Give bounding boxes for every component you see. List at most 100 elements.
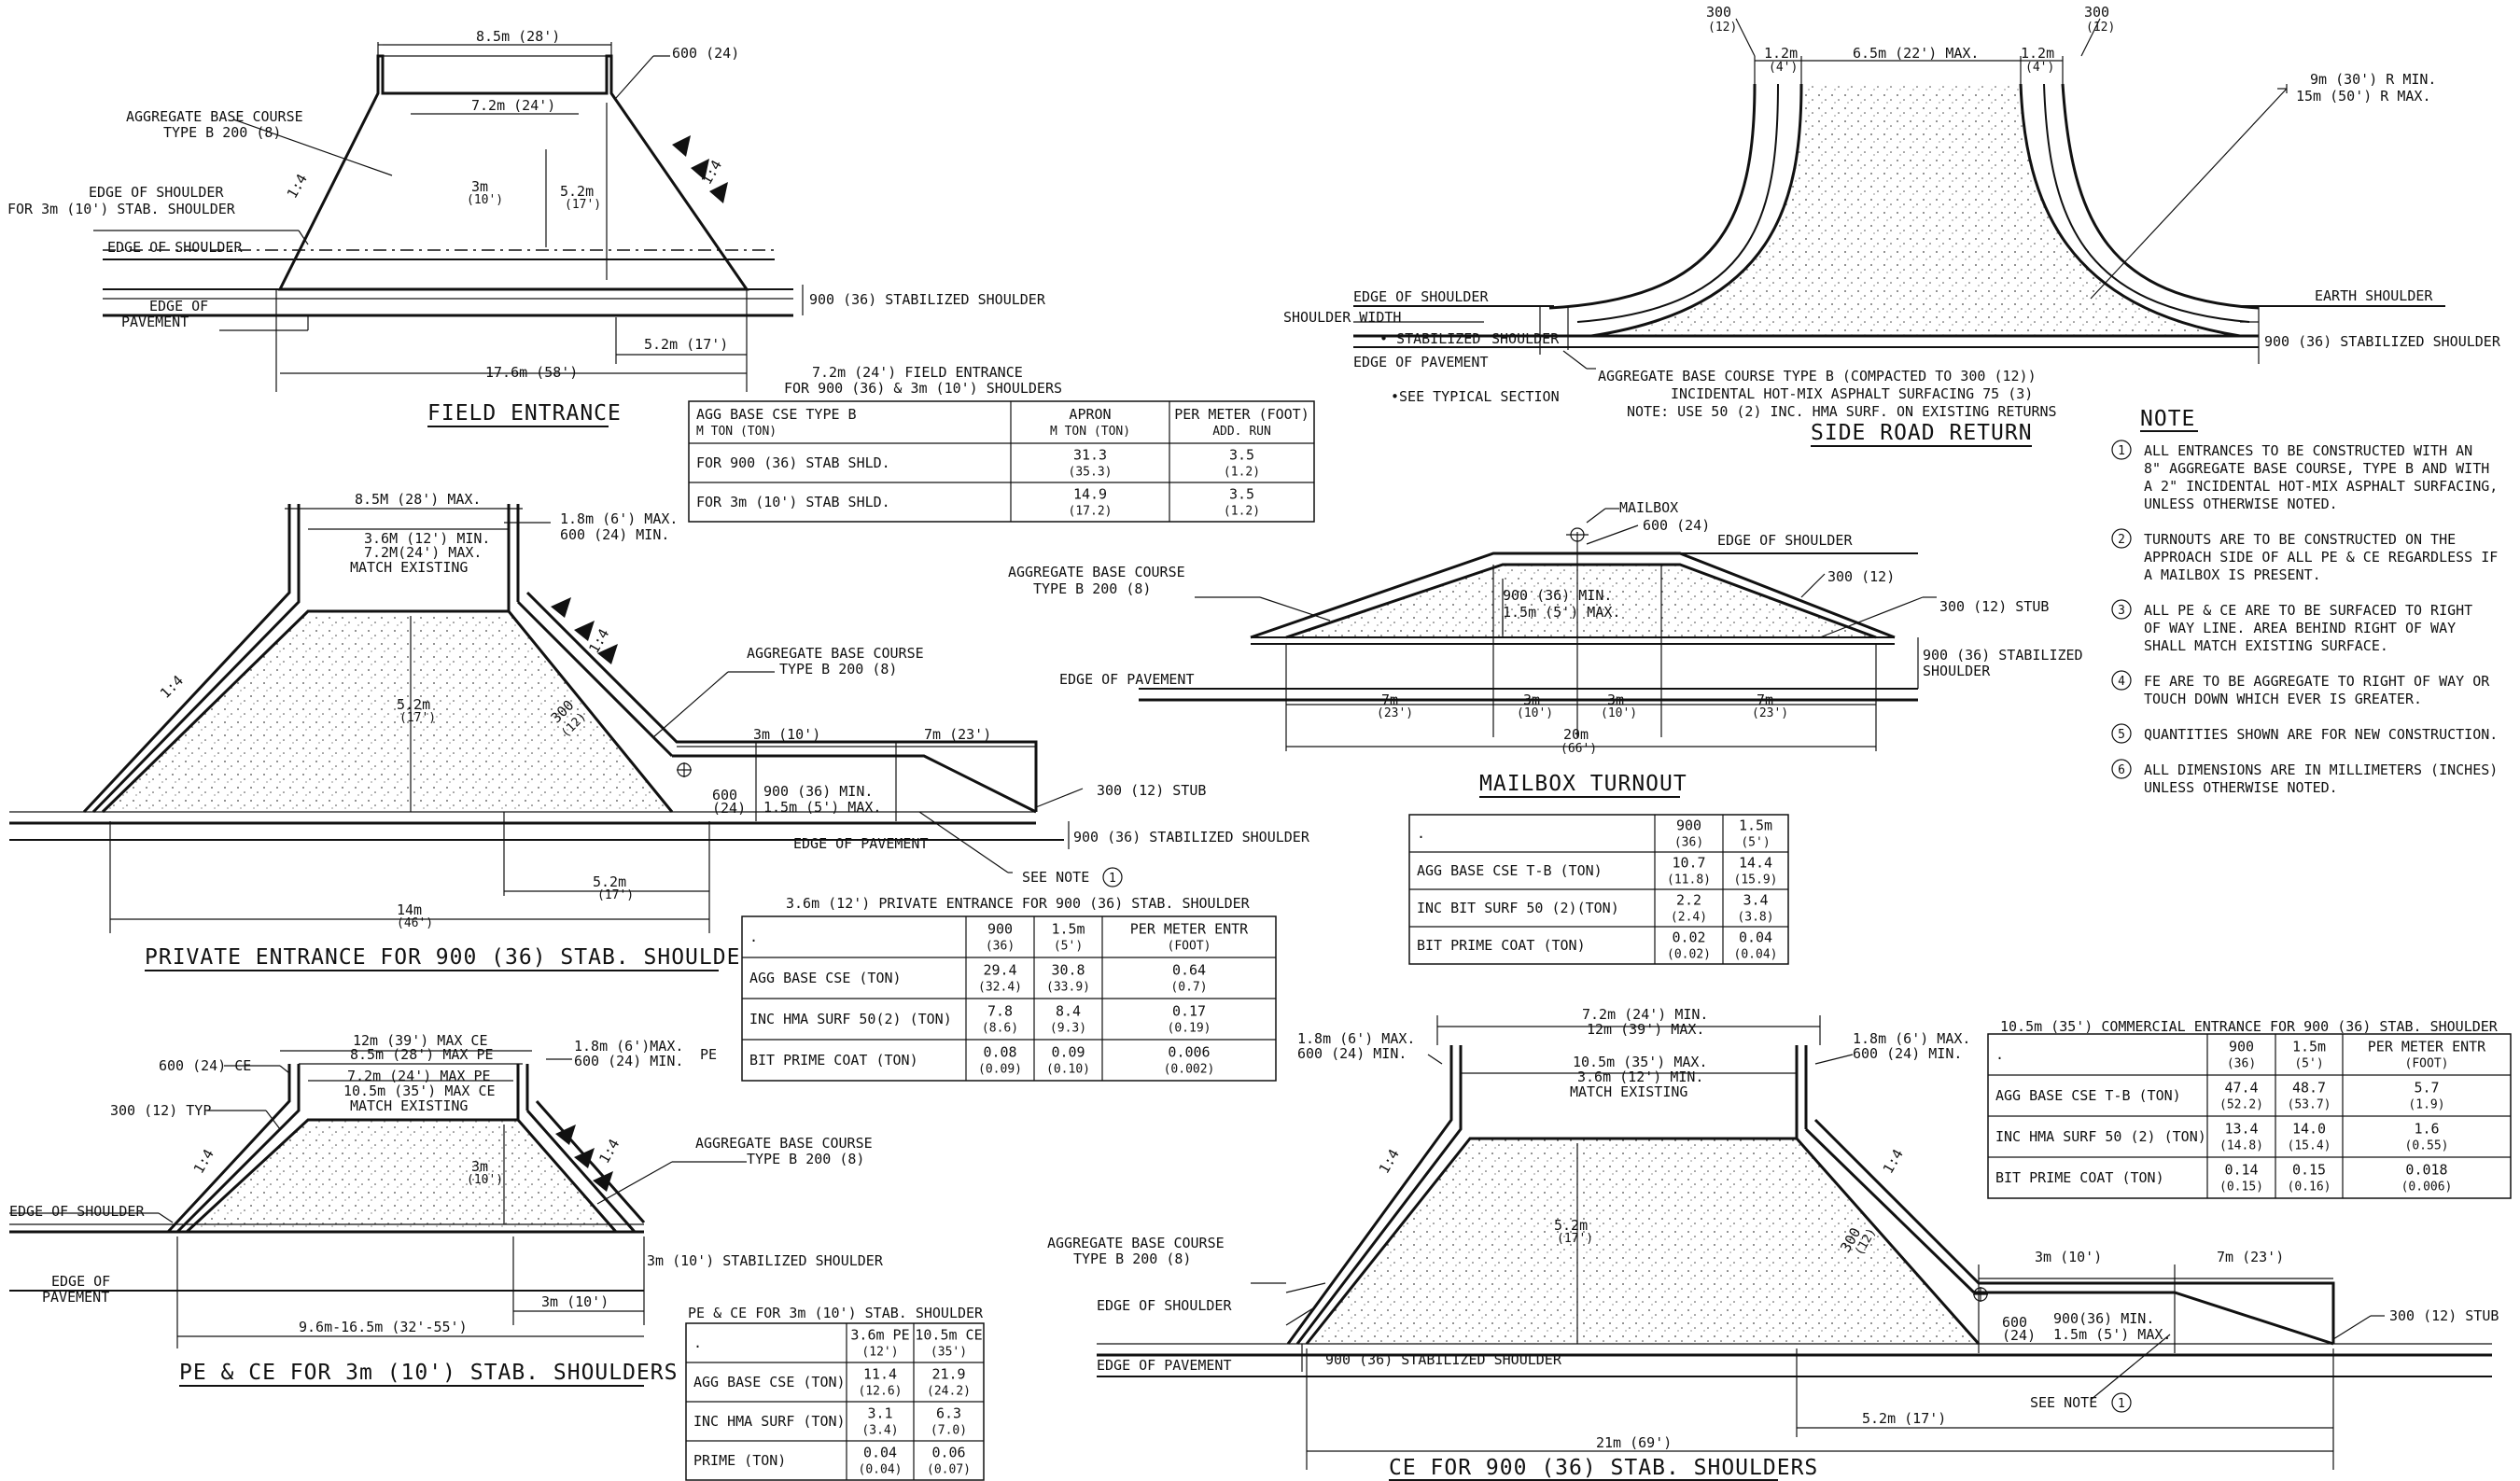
mailbox-dim-7m-l-b: (23') xyxy=(1377,706,1413,720)
note-number: 4 xyxy=(2118,675,2125,689)
pe-dim-18-b: 600 (24) MIN. xyxy=(574,1053,683,1069)
table-cell: 0.14 xyxy=(2224,1162,2258,1179)
side-stab-shoulder: 900 (36) STABILIZED SHOULDER xyxy=(2264,333,2501,350)
private-dim-14: 14m xyxy=(397,901,422,918)
pe-dim-3m-ft: (10') xyxy=(467,1173,503,1187)
mailbox-dim-3m-l: 3m xyxy=(1523,692,1540,708)
table-cell: 3.5 xyxy=(1229,447,1254,464)
table-cell: (1.9) xyxy=(2408,1098,2444,1112)
private-agg-base-type: TYPE B 200 (8) xyxy=(779,661,897,678)
table-cell: (24.2) xyxy=(927,1385,971,1399)
field-stab-shoulder: 900 (36) STABILIZED SHOULDER xyxy=(809,291,1046,308)
mailbox-edge-pavement: EDGE OF PAVEMENT xyxy=(1059,671,1195,688)
table-header-cell: 1.5m xyxy=(1051,921,1085,938)
table-cell: (33.9) xyxy=(1046,981,1090,995)
side-road-title: SIDE ROAD RETURN xyxy=(1811,421,2033,445)
note-line: ALL DIMENSIONS ARE IN MILLIMETERS (INCHE… xyxy=(2144,761,2498,778)
private-dim-900: 900 (36) MIN. xyxy=(763,783,873,800)
mailbox-dim-20: 20m xyxy=(1563,726,1589,743)
private-dim-600: 600 xyxy=(712,787,737,803)
side-dim-12l: 1.2m xyxy=(1764,45,1798,62)
mailbox-dim-20-b: (66') xyxy=(1561,742,1597,756)
note-number: 2 xyxy=(2118,533,2125,547)
note-line: A MAILBOX IS PRESENT. xyxy=(2144,566,2321,583)
side-edge-pavement: EDGE OF PAVEMENT xyxy=(1353,354,1489,370)
side-shoulder: SHOULDER xyxy=(1491,330,1560,347)
table-cell: (0.09) xyxy=(978,1063,1022,1077)
table-cell: AGG BASE CSE (TON) xyxy=(693,1374,846,1390)
private-entrance-detail: 8.5M (28') MAX. 1.8m (6') MAX. 600 (24) … xyxy=(9,491,1310,971)
pe-dim-600ce: 600 (24) CE xyxy=(159,1057,251,1074)
ce-dim-21: 21m (69') xyxy=(1596,1434,1672,1451)
table-cell: (53.7) xyxy=(2288,1098,2331,1112)
note-line: OF WAY LINE. AREA BEHIND RIGHT OF WAY xyxy=(2144,620,2456,636)
side-dim-65: 6.5m (22') MAX. xyxy=(1853,45,1979,62)
pe-dim-3m-bottom: 3m (10') xyxy=(541,1293,609,1310)
table-cell: 8.4 xyxy=(1056,1003,1081,1020)
table-cell: (14.8) xyxy=(2219,1139,2263,1153)
private-dim-top: 8.5M (28') MAX. xyxy=(355,491,481,508)
table-cell: 10.7 xyxy=(1672,855,1705,872)
side-road-fill xyxy=(1591,84,2240,336)
note-number: 5 xyxy=(2118,728,2125,742)
table-cell: 11.4 xyxy=(863,1366,897,1383)
table-cell: AGG BASE CSE (TON) xyxy=(749,970,902,986)
field-agg-base: AGGREGATE BASE COURSE xyxy=(126,108,303,125)
side-dim-12l-b: (4') xyxy=(1769,61,1798,75)
field-table-frame xyxy=(688,400,1315,523)
side-dim-300r: 300 xyxy=(2084,4,2109,21)
mailbox-dim-300: 300 (12) xyxy=(1827,568,1895,585)
table-cell: (11.8) xyxy=(1667,873,1711,887)
pe-slope-right: 1:4 xyxy=(595,1136,623,1166)
mailbox-dim-900: 900 (36) MIN. xyxy=(1503,587,1612,604)
table-cell: 47.4 xyxy=(2224,1080,2258,1097)
table-cell: 0.64 xyxy=(1172,962,1206,979)
field-entrance-quantity-table: 7.2m (24') FIELD ENTRANCE FOR 900 (36) &… xyxy=(688,364,1315,523)
table-cell: (0.19) xyxy=(1168,1022,1211,1036)
field-entrance-outline xyxy=(277,54,749,291)
table-cell: AGG BASE CSE T-B (TON) xyxy=(1417,862,1603,879)
table-header-cell: PER METER ENTR xyxy=(2368,1039,2486,1055)
ce-dim-7m: 7m (23') xyxy=(2217,1249,2284,1265)
table-cell: (7.0) xyxy=(931,1424,967,1438)
pe-agg-base-type: TYPE B 200 (8) xyxy=(747,1151,864,1167)
table-cell: (9.3) xyxy=(1050,1022,1086,1036)
ce-dim-18l: 1.8m (6') MAX. xyxy=(1297,1030,1415,1047)
table-cell: (15.4) xyxy=(2288,1139,2331,1153)
table-cell: (2.4) xyxy=(1671,911,1707,925)
table-header-cell: (35') xyxy=(931,1346,967,1360)
table-cell: 7.8 xyxy=(987,1003,1013,1020)
table-cell: 0.15 xyxy=(2292,1162,2326,1179)
field-agg-base-type: TYPE B 200 (8) xyxy=(163,124,281,141)
ce-stab-shoulder: 900 (36) STABILIZED SHOULDER xyxy=(1325,1351,1562,1368)
side-see-typical: •SEE TYPICAL SECTION xyxy=(1391,388,1560,405)
table-header-cell: . xyxy=(1417,825,1425,842)
field-slope-right: 1:4 xyxy=(698,157,725,187)
side-use-note: NOTE: USE 50 (2) INC. HMA SURF. ON EXIST… xyxy=(1627,403,2057,420)
field-edge-shoulder-3m-b: FOR 3m (10') STAB. SHOULDER xyxy=(7,201,236,217)
notes-heading: NOTE xyxy=(2140,407,2195,431)
table-cell: (0.15) xyxy=(2219,1181,2263,1195)
table-cell: 0.018 xyxy=(2405,1162,2447,1179)
private-stab-shoulder: 900 (36) STABILIZED SHOULDER xyxy=(1073,829,1310,845)
side-shoulder-width: SHOULDER WIDTH xyxy=(1283,309,1401,326)
table-cell: (0.07) xyxy=(927,1463,971,1477)
pe-ce-fill xyxy=(187,1120,616,1232)
side-stabilized: • STABILIZED xyxy=(1379,330,1480,347)
note-line: APPROACH SIDE OF ALL PE & CE REGARDLESS … xyxy=(2144,549,2498,566)
ce-edge-pavement: EDGE OF PAVEMENT xyxy=(1097,1357,1232,1374)
field-dim-inner: 7.2m (24') xyxy=(471,97,555,114)
table-header-cell: 1.5m xyxy=(1739,817,1772,834)
note-number: 1 xyxy=(2118,444,2125,458)
note-line: QUANTITIES SHOWN ARE FOR NEW CONSTRUCTIO… xyxy=(2144,726,2498,743)
commercial-fill xyxy=(1307,1139,1979,1344)
field-dim-52-ft: (17') xyxy=(565,198,601,212)
table-cell: INC HMA SURF (TON) xyxy=(693,1413,846,1430)
pe-dim-12: 12m (39') MAX CE xyxy=(353,1032,488,1049)
ce-dim-52: 5.2m xyxy=(1554,1217,1588,1234)
table-cell: 14.4 xyxy=(1739,855,1772,872)
table-cell: 13.4 xyxy=(2224,1121,2258,1138)
ce-dim-600: 600 xyxy=(2002,1314,2027,1331)
table-cell: 31.3 xyxy=(1073,447,1107,464)
table-cell: (0.006) xyxy=(2401,1181,2453,1195)
